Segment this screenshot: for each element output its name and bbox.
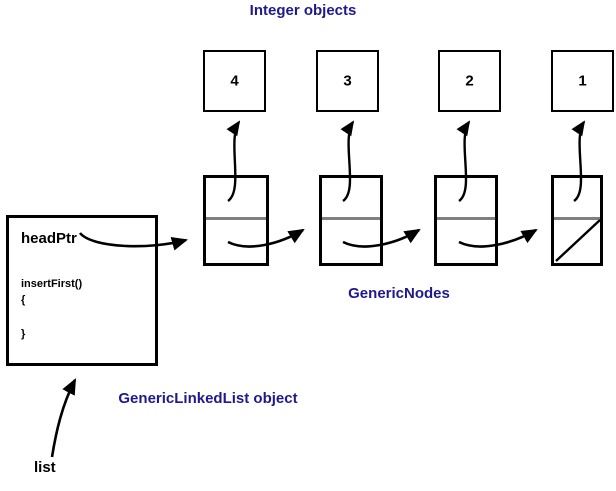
generic-nodes-title: GenericNodes (348, 285, 450, 302)
list-variable-label: list (34, 459, 56, 476)
head-pointer-label: headPtr (21, 230, 77, 247)
generic-node-4 (551, 175, 603, 266)
list-variable-arrow (50, 378, 77, 458)
generic-linked-list-object-box: headPtr insertFirst() { } (6, 215, 158, 366)
integer-object-value: 2 (465, 72, 474, 90)
node-cell-divider (437, 217, 495, 220)
integer-object-box-1: 1 (551, 50, 614, 112)
brace-close: } (21, 328, 26, 340)
integer-object-box-4: 4 (203, 50, 266, 112)
integer-object-value: 4 (230, 72, 239, 90)
insert-first-signature: insertFirst() (21, 278, 83, 290)
node-cell-divider (206, 217, 266, 220)
node-cell-divider (322, 217, 380, 220)
brace-open: { (21, 294, 26, 306)
generic-node-1 (203, 175, 269, 266)
generic-node-3 (434, 175, 498, 266)
integer-object-box-3: 3 (316, 50, 379, 112)
node-cell-divider (554, 217, 600, 220)
generic-node-2 (319, 175, 383, 266)
integer-object-value: 1 (578, 72, 587, 90)
integer-object-box-2: 2 (438, 50, 501, 112)
integer-objects-title: Integer objects (249, 2, 357, 19)
generic-linked-list-title: GenericLinkedList object (118, 390, 298, 407)
integer-object-value: 3 (343, 72, 352, 90)
